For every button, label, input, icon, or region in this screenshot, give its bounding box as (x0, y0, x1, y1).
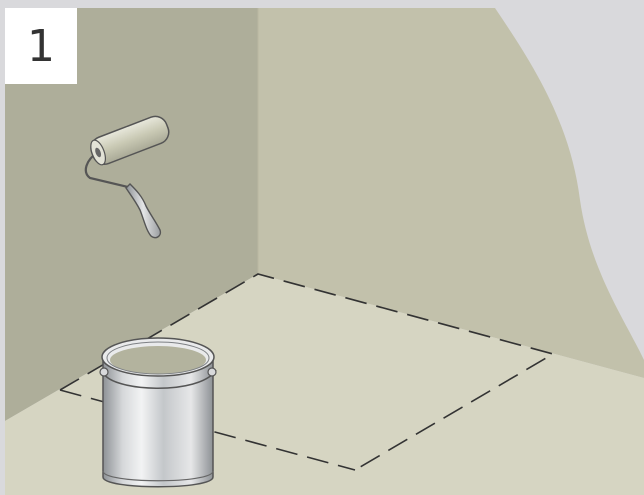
paint-can-icon (100, 338, 216, 487)
step-number: 1 (27, 21, 55, 72)
step-number-badge: 1 (5, 8, 77, 84)
